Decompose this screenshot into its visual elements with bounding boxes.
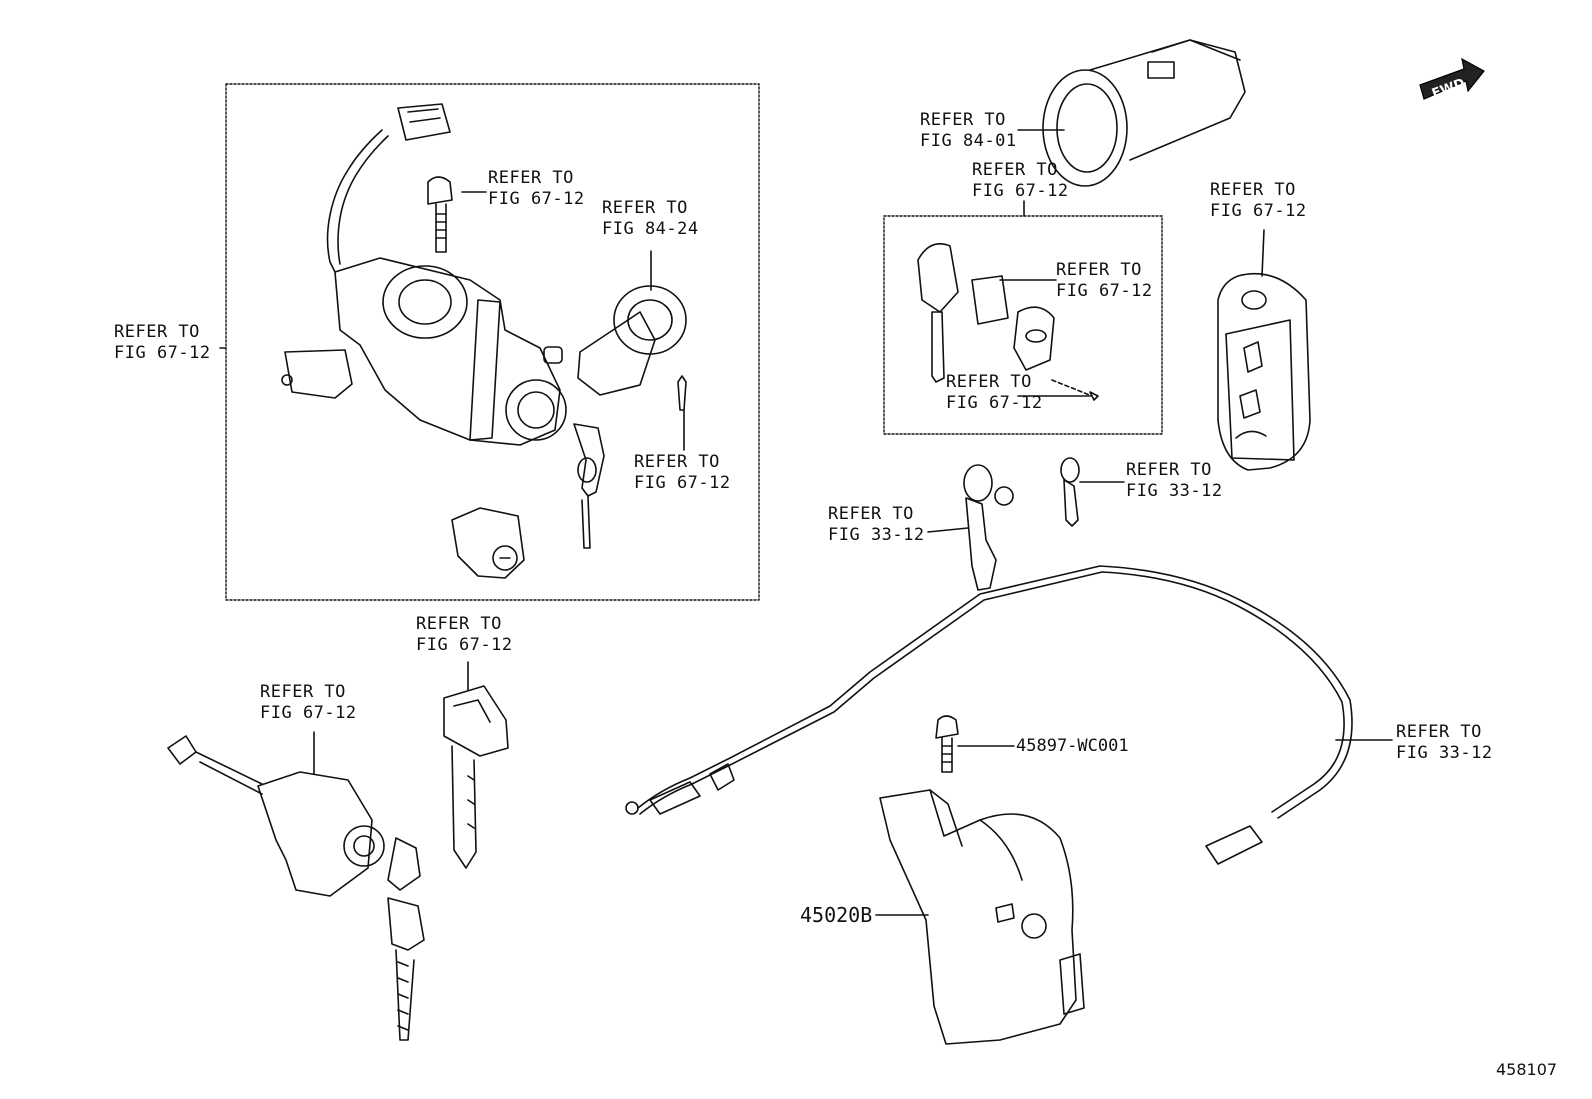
push-start-switch: [1042, 39, 1246, 187]
part-number-bolt: 45897-WC001: [1016, 736, 1129, 756]
ignition-key-cylinder-lower: [167, 735, 425, 1041]
bolt-45897: [935, 715, 959, 773]
key-cylinder-part-a: [963, 464, 1014, 591]
figure-id: 458107: [1496, 1060, 1558, 1079]
smart-key-fob: [1217, 272, 1311, 471]
key-cylinder-part-b: [1060, 457, 1080, 527]
fwd-arrow-icon: FWD: [1419, 57, 1485, 102]
leader-r9: [1261, 229, 1265, 277]
transponder-amplifier: [577, 285, 687, 396]
smart-key-blade-assembly: [917, 243, 1099, 401]
ignition-assembly-box: [225, 83, 760, 601]
emergency-key-blade: [443, 685, 509, 869]
part-number-cover: 45020B: [800, 903, 873, 927]
leader-r11: [927, 527, 969, 533]
shift-lock-cable: [625, 565, 1353, 865]
steering-column-cover: [879, 789, 1085, 1045]
ignition-lock-assembly: [281, 103, 605, 549]
bolt-part-1: [427, 176, 453, 253]
door-lock-cylinder: [451, 507, 525, 579]
small-screw-1: [677, 375, 687, 411]
